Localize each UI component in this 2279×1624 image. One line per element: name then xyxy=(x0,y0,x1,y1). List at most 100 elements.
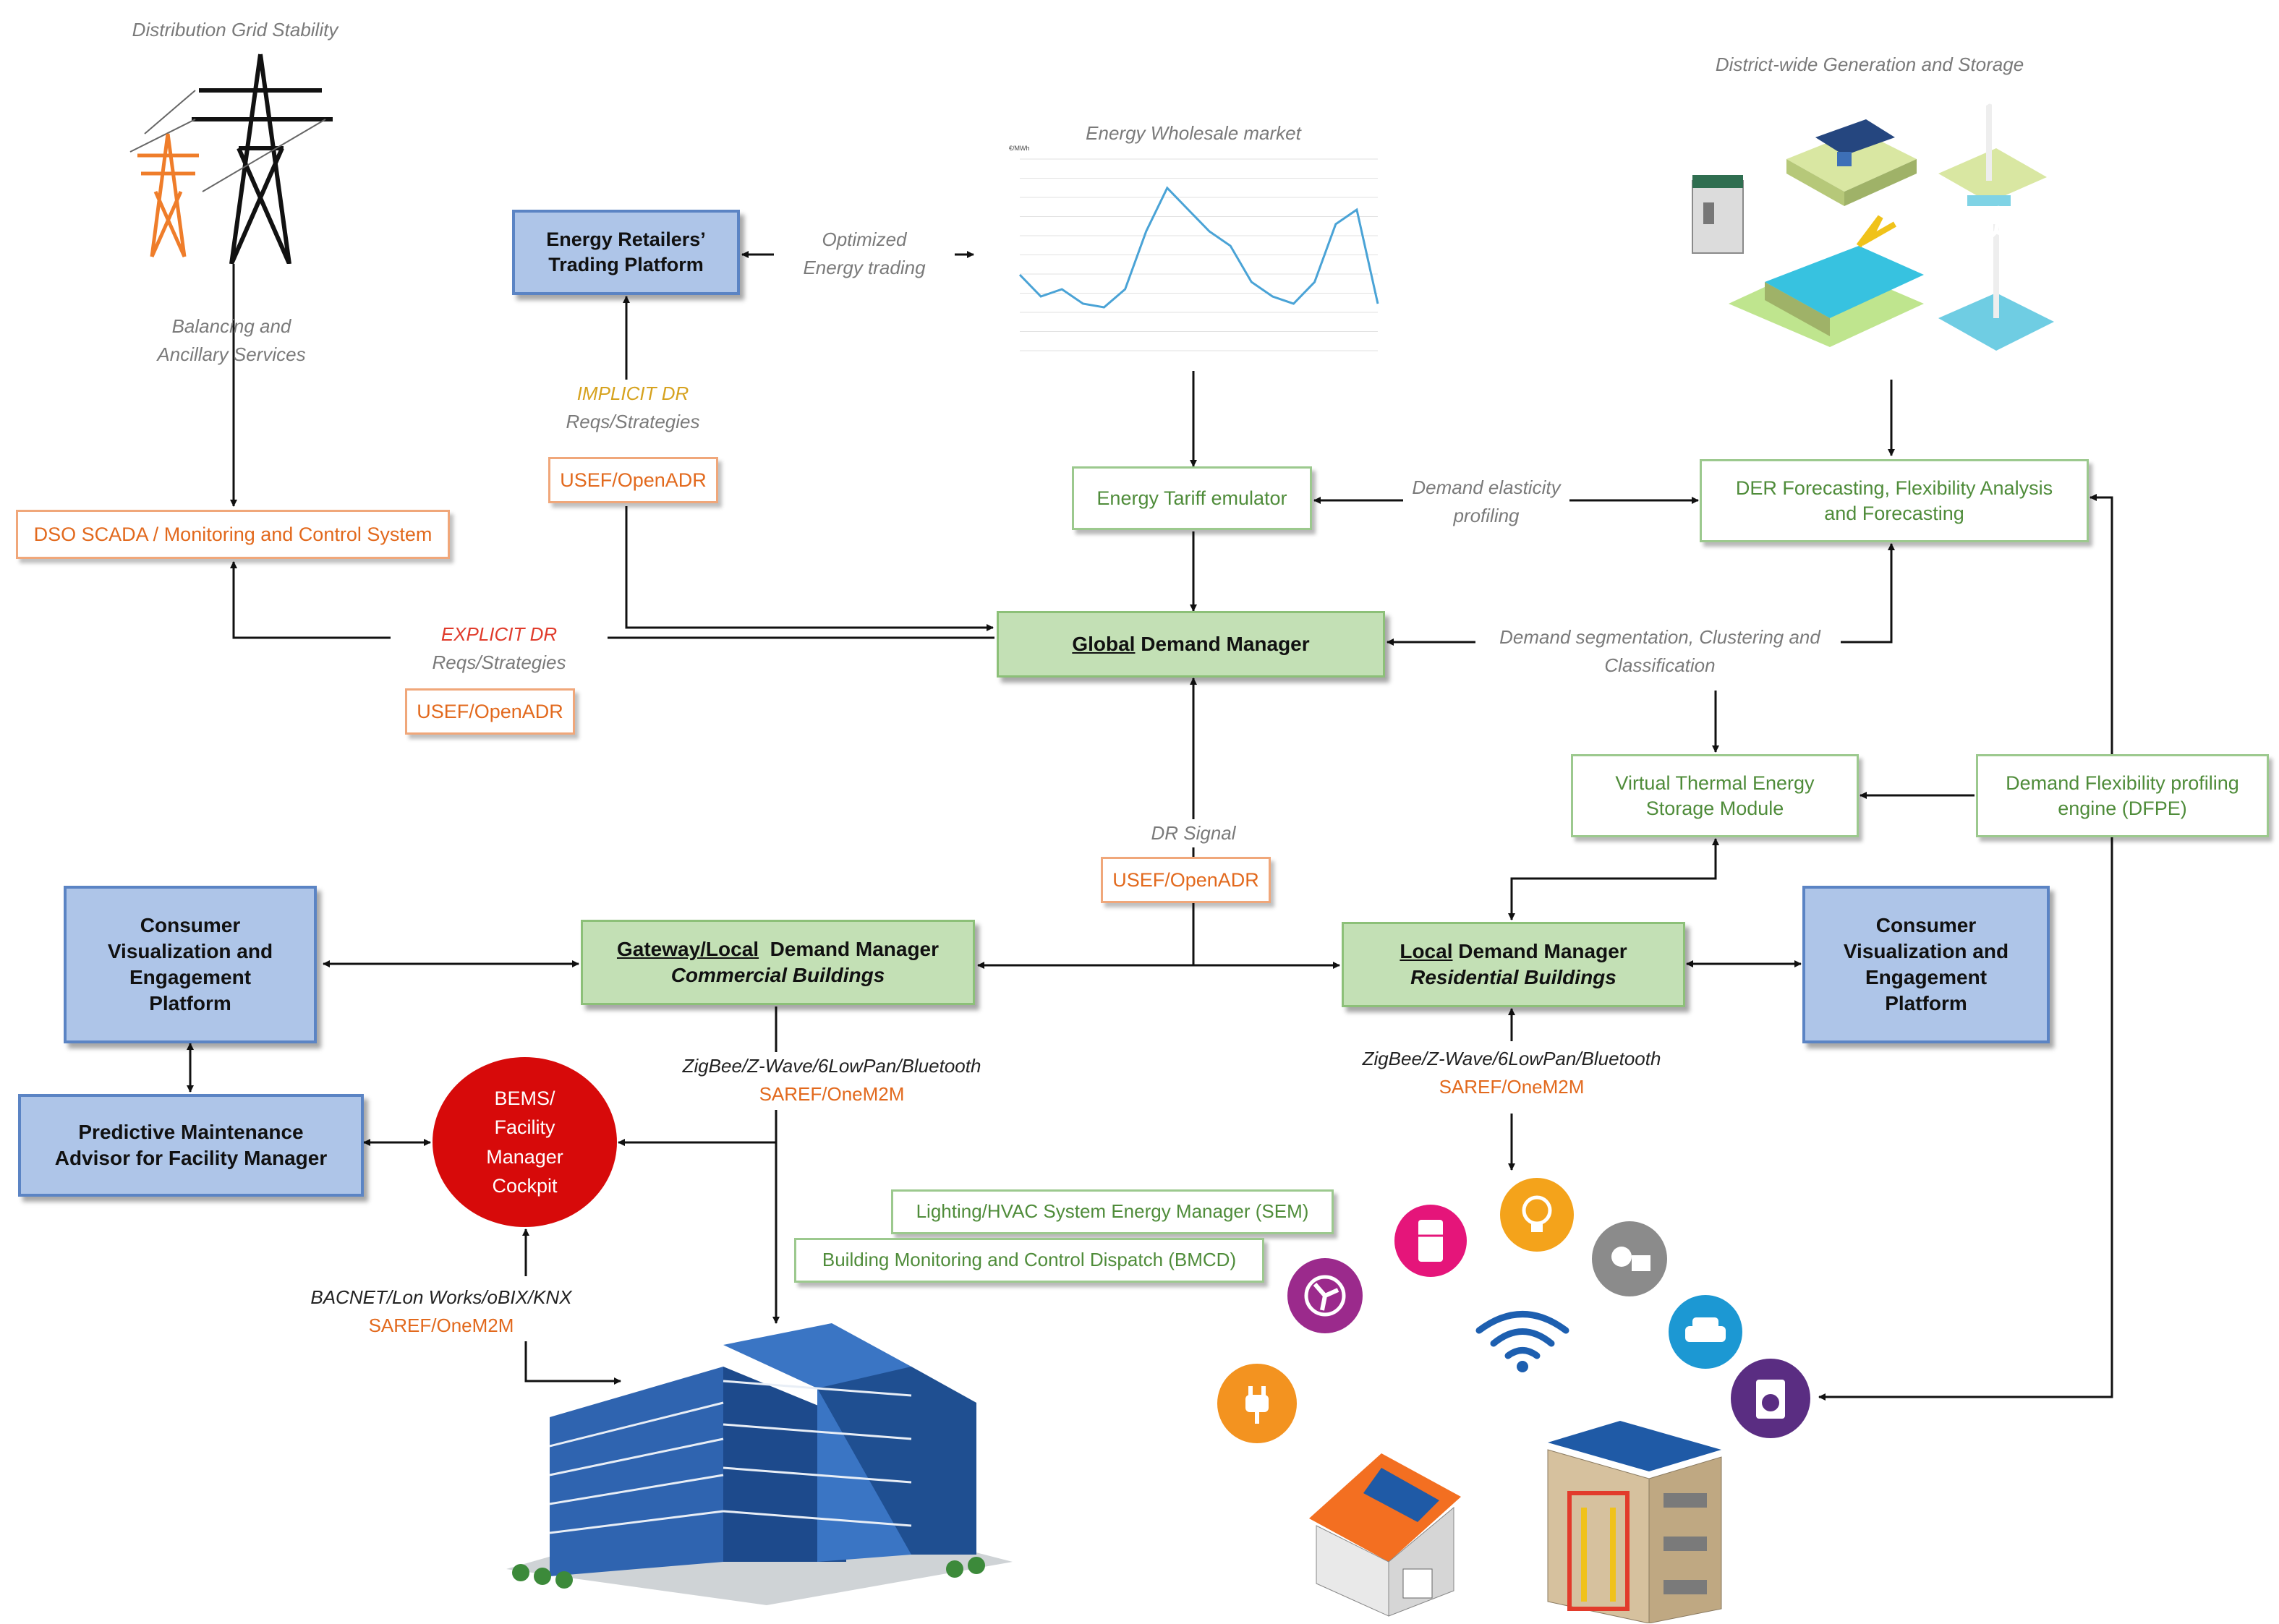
vtes-line1: Virtual Thermal Energy xyxy=(1615,772,1815,794)
usef-explicit-text: USEF/OpenADR xyxy=(417,700,563,722)
local-demand-manager[interactable]: Local Demand Manager Residential Buildin… xyxy=(1342,922,1685,1007)
saref-residential-line: SAREF/OneM2M xyxy=(1439,1076,1585,1098)
consumer-platform-right[interactable]: Consumer Visualization and Engagement Pl… xyxy=(1802,886,2050,1043)
explicit-dr-title: EXPLICIT DR xyxy=(440,623,558,645)
der-forecasting-box[interactable]: DER Forecasting, Flexibility Analysis an… xyxy=(1700,459,2089,542)
predictive-maintenance-box[interactable]: Predictive Maintenance Advisor for Facil… xyxy=(18,1094,364,1197)
saref-commercial-line: SAREF/OneM2M xyxy=(759,1083,905,1105)
bacnet-line: BACNET/Lon Works/oBIX/KNX xyxy=(310,1286,572,1308)
lightbulb-icon xyxy=(1500,1178,1574,1252)
consumer-left-line2: Visualization and xyxy=(107,940,273,963)
consumer-platform-left[interactable]: Consumer Visualization and Engagement Pl… xyxy=(64,886,317,1043)
sem-box[interactable]: Lighting/HVAC System Energy Manager (SEM… xyxy=(891,1189,1334,1234)
bmcd-text: Building Monitoring and Control Dispatch… xyxy=(822,1249,1237,1271)
bems-line2: Facility xyxy=(494,1116,555,1138)
bems-line1: BEMS/ xyxy=(494,1087,555,1109)
power-tower-icon xyxy=(129,54,333,264)
protocols-residential-line: ZigBee/Z-Wave/6LowPan/Bluetooth xyxy=(1362,1048,1661,1069)
bems-cockpit[interactable]: BEMS/ Facility Manager Cockpit xyxy=(433,1057,617,1227)
segmentation-line2: Classification xyxy=(1604,654,1716,676)
grid-stability-label: Distribution Grid Stability xyxy=(132,19,338,40)
consumer-right-line3: Engagement xyxy=(1865,966,1988,988)
vtes-line2: Storage Module xyxy=(1645,797,1784,819)
wifi-icon xyxy=(1475,1311,1569,1372)
balancing-line1: Balancing and xyxy=(171,315,291,337)
bmcd-box[interactable]: Building Monitoring and Control Dispatch… xyxy=(794,1238,1264,1283)
consumer-left-line4: Platform xyxy=(149,991,231,1014)
usef-openadr-explicit[interactable]: USEF/OpenADR xyxy=(405,688,575,735)
consumer-left-line1: Consumer xyxy=(140,914,241,937)
segmentation-line1: Demand segmentation, Clustering and xyxy=(1499,626,1820,648)
fan-icon xyxy=(1287,1258,1363,1333)
virtual-thermal-storage[interactable]: Virtual Thermal Energy Storage Module xyxy=(1571,754,1859,837)
hydro-plant-icon xyxy=(1729,215,1924,347)
global-demand-manager[interactable]: Global Demand Manager xyxy=(997,611,1385,678)
demand-segmentation-label: Demand segmentation, Clustering and Clas… xyxy=(1479,623,1841,680)
sun-panel-icon xyxy=(1592,1221,1667,1296)
elasticity-line2: profiling xyxy=(1453,505,1520,526)
global-dm-text: Global Demand Manager xyxy=(1072,631,1309,657)
gateway-demand-manager[interactable]: Gateway/Local Demand Manager Commercial … xyxy=(581,920,975,1005)
district-generation-illustration xyxy=(1692,87,2054,351)
retailers-line2: Trading Platform xyxy=(548,254,704,275)
dso-scada-box[interactable]: DSO SCADA / Monitoring and Control Syste… xyxy=(16,510,450,559)
bems-line4: Cockpit xyxy=(492,1175,558,1197)
dfpe-line2: engine (DFPE) xyxy=(2058,797,2187,819)
tariff-text: Energy Tariff emulator xyxy=(1096,487,1287,509)
global-dm-suffix: Demand Manager xyxy=(1135,633,1310,656)
washer-icon xyxy=(1731,1359,1810,1438)
balancing-line2: Ancillary Services xyxy=(157,343,306,365)
solar-farm-icon xyxy=(1786,119,1917,206)
consumer-left-line3: Engagement xyxy=(129,966,252,988)
dso-scada-text: DSO SCADA / Monitoring and Control Syste… xyxy=(33,523,433,545)
dr-signal-label: DR Signal xyxy=(1121,819,1266,847)
energy-retailers-box[interactable]: Energy Retailers’ Trading Platform xyxy=(512,210,740,295)
energy-tariff-emulator[interactable]: Energy Tariff emulator xyxy=(1072,466,1312,530)
consumer-right-line4: Platform xyxy=(1885,991,1967,1014)
wind-turbine-icon xyxy=(1938,87,2047,206)
usef-dr-text: USEF/OpenADR xyxy=(1112,868,1259,891)
wind-turbine-icon xyxy=(1938,205,2054,351)
district-label: District-wide Generation and Storage xyxy=(1715,54,2024,75)
car-icon xyxy=(1669,1295,1742,1369)
implicit-dr-label: IMPLICIT DR Reqs/Strategies xyxy=(528,380,738,436)
dfpe-box[interactable]: Demand Flexibility profiling engine (DFP… xyxy=(1976,754,2269,837)
bems-line3: Manager xyxy=(486,1145,563,1168)
dfpe-line1: Demand Flexibility profiling xyxy=(2006,772,2239,794)
consumer-right-line1: Consumer xyxy=(1875,914,1977,937)
gateway-dm-prefix: Gateway/Local xyxy=(616,938,759,961)
optimized-line2: Energy trading xyxy=(803,257,926,278)
gateway-dm-title: Gateway/Local Demand Manager xyxy=(617,936,939,962)
der-line1: DER Forecasting, Flexibility Analysis xyxy=(1735,476,2053,499)
house-icon xyxy=(1309,1453,1461,1617)
protocols-residential-label: ZigBee/Z-Wave/6LowPan/Bluetooth SAREF/On… xyxy=(1334,1045,1689,1101)
local-dm-prefix: Local xyxy=(1400,940,1453,963)
implicit-dr-reqs: Reqs/Strategies xyxy=(566,411,700,432)
demand-elasticity-label: Demand elasticity profiling xyxy=(1407,474,1566,530)
predictive-line2: Advisor for Facility Manager xyxy=(54,1147,328,1169)
apartment-building-icon xyxy=(1547,1421,1722,1623)
implicit-dr-title: IMPLICIT DR xyxy=(576,383,689,404)
consumer-right-line2: Visualization and xyxy=(1843,940,2009,963)
usef-openadr-implicit[interactable]: USEF/OpenADR xyxy=(548,457,718,503)
protocols-commercial-label: ZigBee/Z-Wave/6LowPan/Bluetooth SAREF/On… xyxy=(665,1052,998,1108)
wholesale-price-line xyxy=(1018,186,1379,309)
retailers-line1: Energy Retailers’ xyxy=(546,228,706,251)
local-dm-sub: Residential Buildings xyxy=(1410,966,1616,988)
local-dm-suffix: Demand Manager xyxy=(1452,940,1627,963)
explicit-dr-label: EXPLICIT DR Reqs/Strategies xyxy=(391,620,608,677)
local-dm-title: Local Demand Manager xyxy=(1400,939,1627,965)
explicit-dr-reqs: Reqs/Strategies xyxy=(432,651,566,673)
wholesale-market-label: Energy Wholesale market xyxy=(1086,122,1301,144)
protocols-commercial-line: ZigBee/Z-Wave/6LowPan/Bluetooth xyxy=(682,1055,981,1077)
saref-bacnet-line: SAREF/OneM2M xyxy=(368,1315,514,1336)
office-building-icon xyxy=(506,1323,1013,1605)
substation-icon xyxy=(1692,175,1744,254)
sem-text: Lighting/HVAC System Energy Manager (SEM… xyxy=(916,1200,1309,1223)
wholesale-chart: €/MWh xyxy=(1009,145,1379,351)
usef-openadr-dr[interactable]: USEF/OpenADR xyxy=(1101,857,1271,903)
plug-icon xyxy=(1217,1364,1297,1443)
gateway-dm-sub: Commercial Buildings xyxy=(670,964,885,986)
optimized-trading-label: Optimized Energy trading xyxy=(774,226,955,282)
usef-implicit-text: USEF/OpenADR xyxy=(560,469,707,491)
